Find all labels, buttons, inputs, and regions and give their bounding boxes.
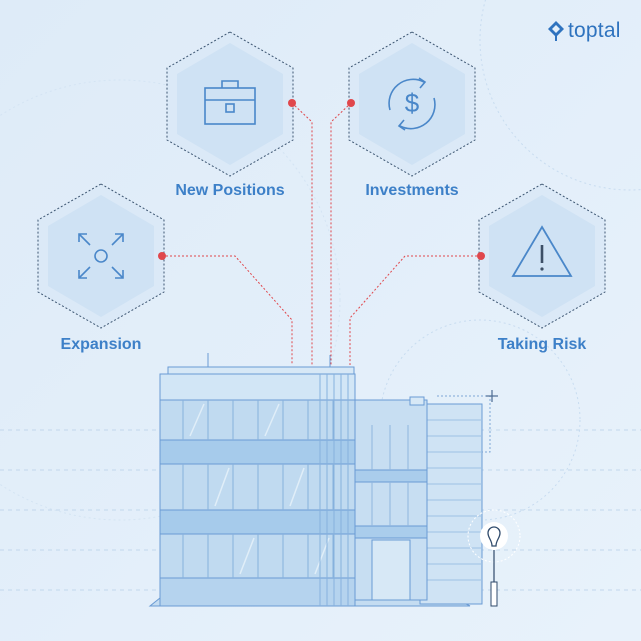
- street-lamp-icon: [467, 509, 521, 607]
- toptal-diamond-icon: [548, 21, 564, 41]
- crosshair-icon: [486, 390, 498, 402]
- briefcase-icon: [204, 80, 256, 125]
- svg-text:$: $: [405, 88, 420, 118]
- toptal-logo: toptal: [546, 19, 621, 43]
- warning-triangle-icon: [511, 225, 573, 277]
- glass-panels: [182, 400, 334, 578]
- connectors: [162, 102, 481, 365]
- building: [148, 353, 483, 607]
- node-label-new-positions: New Positions: [175, 182, 285, 199]
- dollar-cycle-icon: $: [388, 77, 436, 131]
- node-label-investments: Investments: [365, 182, 459, 199]
- node-investments: $: [348, 31, 476, 177]
- brand-name: toptal: [568, 19, 621, 42]
- node-new-positions: [166, 31, 294, 177]
- connector-dots: [158, 99, 485, 260]
- node-label-taking-risk: Taking Risk: [497, 336, 587, 353]
- guide-lines: [437, 395, 491, 453]
- expand-arrows-icon: [78, 233, 124, 279]
- node-taking-risk: [478, 183, 606, 329]
- node-expansion: [37, 183, 165, 329]
- node-label-expansion: Expansion: [60, 336, 142, 353]
